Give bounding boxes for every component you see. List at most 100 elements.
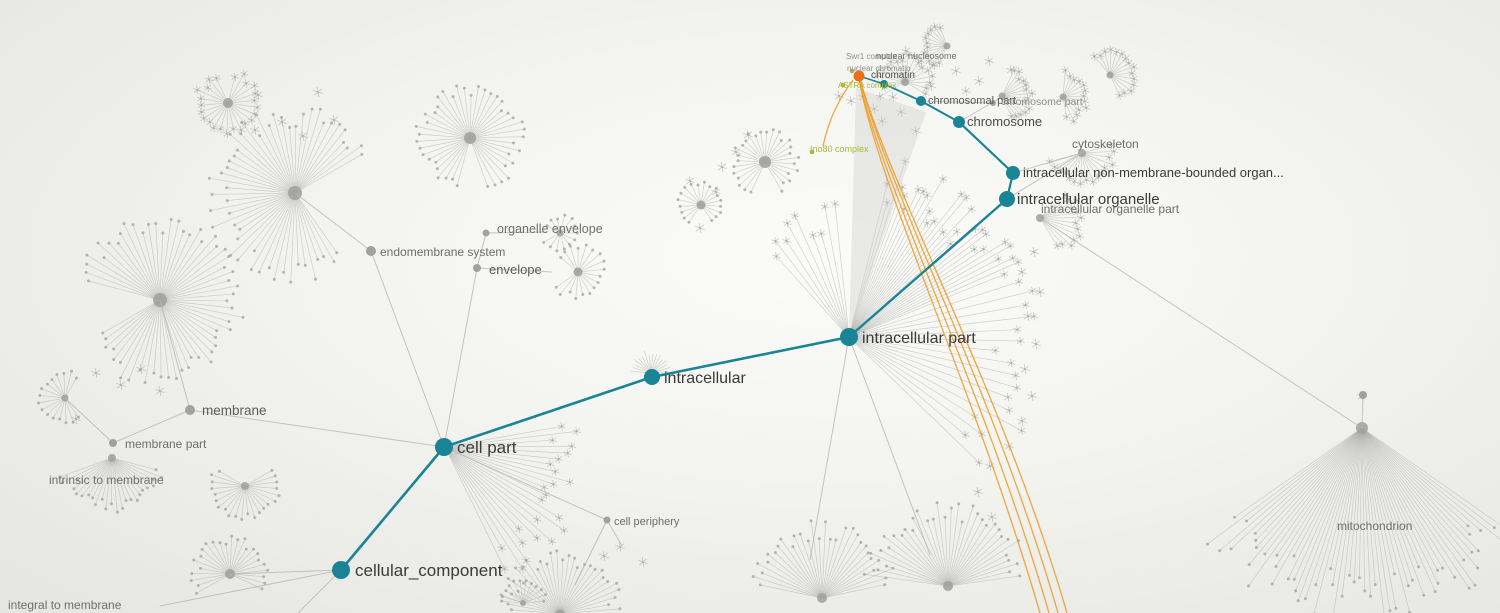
cluster-hub-node[interactable] [464,132,476,144]
label-intracellular-part[interactable]: intracellular part [862,330,976,347]
mini-star-icon [970,244,979,254]
label-nuclear-nucleosome[interactable]: nuclear nucleosome [876,51,957,61]
label-membrane[interactable]: membrane [202,403,267,418]
mini-star-icon [830,199,840,209]
label-membrane-part[interactable]: membrane part [125,437,207,451]
node-intracellular-non-membrane-bounded-organelle[interactable] [1006,166,1020,180]
term-node[interactable] [473,264,481,272]
cluster-hub-node[interactable] [998,92,1006,100]
label-intracellular[interactable]: intracellular [664,370,746,387]
mini-star-icon [1129,74,1139,84]
mini-star-icon [546,460,555,469]
mini-star-icon [1124,58,1133,68]
label-organelle-envelope[interactable]: organelle envelope [497,222,603,236]
cluster-hub-node[interactable] [1059,93,1067,101]
label-cell-periphery[interactable]: cell periphery [614,516,680,528]
label-envelope[interactable]: envelope [489,262,542,277]
mini-star-icon [298,131,308,141]
cluster-hub-node[interactable] [573,267,583,277]
node-intracellular-part[interactable] [840,328,858,346]
node-cell-part[interactable] [435,438,453,456]
cluster-hub-node[interactable] [696,200,706,210]
mini-star-icon [329,115,339,125]
cluster-hub-node[interactable] [817,593,827,603]
mini-star-icon [567,442,577,451]
label-cell-part[interactable]: cell part [457,438,517,457]
mini-star-icon [1075,232,1084,241]
cluster-hub-node[interactable] [943,581,953,591]
mini-star-icon [1001,237,1010,247]
label-ino80-complex[interactable]: Ino80 complex [810,144,869,154]
mini-star-icon [518,538,527,548]
mini-star-icon [1120,88,1129,98]
cluster-hub-node[interactable] [759,156,771,168]
green-term-node[interactable] [840,82,846,88]
label-intrinsic-to-membrane[interactable]: intrinsic to membrane [49,473,164,487]
mini-star-icon [1008,253,1017,263]
term-node[interactable] [109,439,117,447]
cluster-hub-node[interactable] [1106,71,1114,79]
mini-star-icon [685,176,695,186]
label-mitochondrion[interactable]: mitochondrion [1337,519,1412,533]
term-node[interactable] [990,100,996,106]
term-cluster [920,22,951,70]
selected-path-edge [920,100,960,123]
mini-star-icon [930,22,939,31]
label-intracellular-non-membrane-bounded-organelle[interactable]: intracellular non-membrane-bounded organ… [1023,165,1284,180]
graph-edge [1012,152,1083,174]
label-swr1-complex[interactable]: Swr1 complex [846,52,896,61]
node-nucleosome-selected[interactable] [853,70,865,82]
node-chromosome[interactable] [953,116,965,128]
label-chromatin[interactable]: chromatin [871,70,915,81]
mini-star-icon [1090,52,1099,61]
node-chromosomal-part[interactable] [916,96,926,106]
label-cytoskeleton[interactable]: cytoskeleton [1072,137,1139,151]
cluster-hub-node[interactable] [520,600,526,606]
label-chromosome-part[interactable]: chromosome part [1001,96,1083,108]
term-node[interactable] [482,229,490,237]
label-chromosomal-part[interactable]: chromosomal part [928,95,1016,107]
cluster-hub-node[interactable] [901,78,909,86]
selected-path-edge [883,83,922,102]
mini-star-icon [922,83,931,93]
cluster-hub-node[interactable] [241,482,249,490]
label-endomembrane-system[interactable]: endomembrane system [380,245,505,259]
label-astra-complex[interactable]: ASTRA complex [838,81,896,90]
term-node[interactable] [603,516,611,524]
mini-star-icon [962,193,971,202]
term-node[interactable] [1359,391,1367,399]
node-chromatin-node[interactable] [880,80,888,88]
label-intracellular-organelle-part[interactable]: intracellular organelle part [1041,202,1180,216]
label-cellular-component[interactable]: cellular_component [355,561,503,580]
cluster-hub-node[interactable] [555,609,565,613]
label-integral-to-membrane[interactable]: integral to membrane [8,598,122,612]
cluster-hub-node[interactable] [943,42,951,50]
mini-star-icon [1129,80,1138,90]
node-intracellular-organelle[interactable] [999,191,1015,207]
mini-star-icon [155,386,165,396]
mini-star-icon [196,94,205,103]
cluster-hub-node[interactable] [556,229,564,237]
mini-star-icon [565,477,574,487]
clusters-layer [37,22,1500,613]
term-cluster [862,501,1022,591]
node-cellular-component[interactable] [332,561,350,579]
mini-star-icon [916,56,926,66]
mini-star-icon [599,551,609,561]
green-term-node[interactable] [849,68,855,74]
term-node[interactable] [185,405,195,415]
mini-star-icon [923,218,932,228]
mini-star-icon [923,191,932,200]
label-intracellular-organelle[interactable]: intracellular organelle [1017,191,1160,208]
graph-edge [1006,152,1083,200]
cluster-hub-node[interactable] [223,98,233,108]
mini-star-icon [1006,65,1016,75]
mini-star-icon [1056,165,1066,175]
label-nuclear-chromatin[interactable]: nuclear chromatin [847,64,911,73]
label-chromosome[interactable]: chromosome [967,114,1042,129]
cluster-hub-node[interactable] [108,454,116,462]
term-node[interactable] [366,246,376,256]
node-intracellular[interactable] [644,369,660,385]
green-term-node[interactable] [809,149,815,155]
